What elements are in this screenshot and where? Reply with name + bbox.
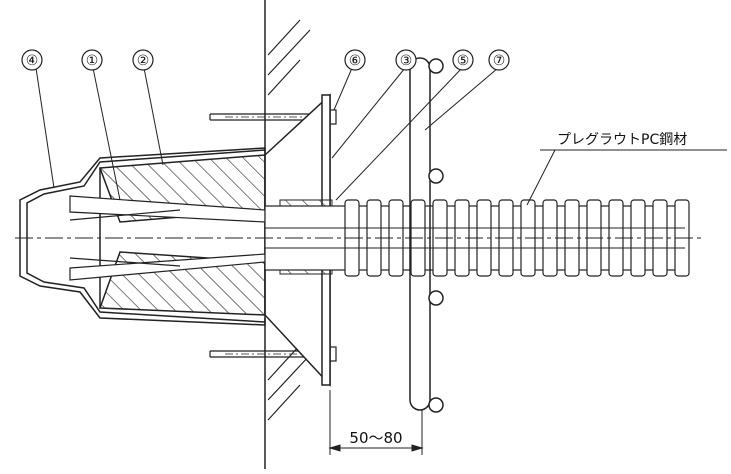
callout-3: ③: [395, 49, 417, 71]
callout-7: ⑦: [488, 49, 510, 71]
wedges: [69, 195, 266, 281]
spiral-reinforcement: [409, 57, 444, 413]
callout-4: ④: [21, 49, 43, 71]
tendon-label: プレグラウトPC鋼材: [557, 132, 687, 148]
callout-2: ②: [132, 49, 154, 71]
callout-5-label: ⑤: [457, 53, 470, 69]
callout-1-label: ①: [86, 53, 99, 69]
callout-5: ⑤: [452, 49, 474, 71]
leader-lines: [35, 67, 727, 206]
callout-2-label: ②: [137, 53, 150, 69]
dimension-label: 50～80: [349, 429, 402, 447]
callout-6: ⑥: [344, 49, 366, 71]
callout-6-label: ⑥: [349, 53, 362, 69]
anchor-head: [98, 154, 266, 316]
callout-1: ①: [81, 49, 103, 71]
callout-4-label: ④: [26, 53, 39, 69]
dimension: [328, 390, 424, 455]
callout-7-label: ⑦: [493, 53, 506, 69]
callout-3-label: ③: [400, 53, 413, 69]
